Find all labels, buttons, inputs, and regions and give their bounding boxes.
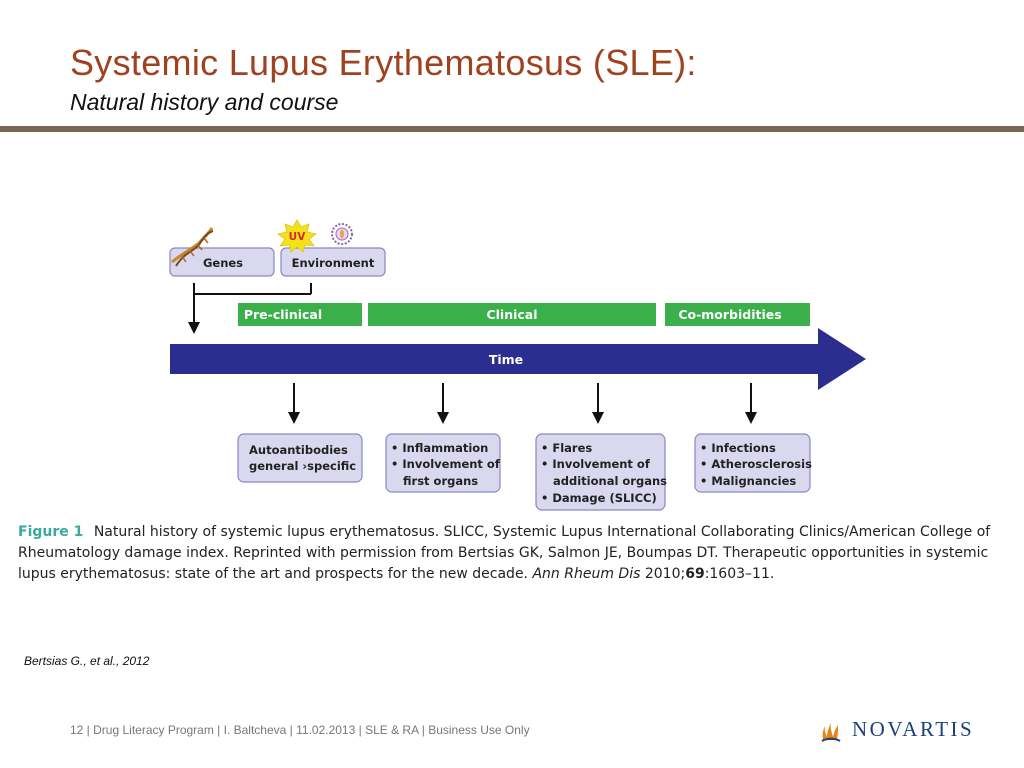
outcome-line: • Damage (SLICC): [541, 491, 657, 505]
genes-label: Genes: [203, 256, 243, 270]
time-label: Time: [489, 352, 523, 367]
environment-label: Environment: [292, 256, 375, 270]
novartis-flame-icon: [821, 723, 841, 742]
outcome-line: general ›specific: [249, 459, 356, 473]
phase-label-clinical: Clinical: [486, 307, 537, 322]
title-divider: [0, 126, 1024, 132]
outcome-line: • Inflammation: [391, 441, 488, 455]
figure-label: Figure 1: [18, 524, 84, 540]
outcome-box-infections: • Infections • Atherosclerosis • Maligna…: [694, 433, 812, 493]
caption-journal: Ann Rheum Dis: [532, 566, 641, 582]
outcome-line: • Infections: [700, 441, 776, 455]
caption-year: 2010;: [644, 566, 686, 582]
outcome-line: • Involvement of: [541, 457, 651, 471]
slide-subtitle: Natural history and course: [70, 89, 339, 115]
novartis-logo: NOVARTIS: [818, 714, 974, 744]
phase-bar-clinical: Clinical: [368, 303, 656, 326]
input-connector: [188, 283, 312, 334]
caption-text: Natural history of systemic lupus erythe…: [18, 524, 991, 582]
outcome-box-autoantibodies: Autoantibodies general ›specific: [237, 433, 363, 483]
outcome-line: • Malignancies: [700, 474, 796, 488]
phase-label-preclinical: Pre-clinical: [244, 307, 322, 322]
sle-natural-history-diagram: Genes Environment UV Pre-clinical: [169, 219, 866, 511]
outcome-box-inflammation: • Inflammation • Involvement of first or…: [385, 433, 501, 493]
figure-caption: Figure 1 Natural history of systemic lup…: [18, 522, 1018, 585]
outcome-line: Autoantibodies: [249, 443, 348, 457]
outcome-line: • Involvement of: [391, 457, 501, 471]
caption-pages: :1603–11.: [704, 566, 775, 582]
phase-bar-comorbidities: Co-morbidities: [665, 303, 810, 326]
caption-volume: 69: [685, 566, 705, 582]
reference-citation: Bertsias G., et al., 2012: [24, 654, 150, 668]
uv-burst-icon: UV: [277, 219, 317, 253]
outcome-line: • Flares: [541, 441, 592, 455]
slide-title: Systemic Lupus Erythematosus (SLE):: [70, 42, 697, 83]
phase-bar-preclinical: Pre-clinical: [238, 303, 362, 326]
environment-box: Environment: [280, 247, 386, 277]
time-arrow: Time: [170, 328, 866, 390]
dna-icon: [171, 227, 214, 267]
phase-label-comorbidities: Co-morbidities: [678, 307, 781, 322]
virus-icon: [331, 223, 353, 245]
uv-label: UV: [289, 231, 307, 243]
outcome-line: • Atherosclerosis: [700, 457, 812, 471]
outcome-box-flares: • Flares • Involvement of additional org…: [535, 433, 667, 511]
logo-wordmark: NOVARTIS: [852, 716, 975, 741]
outcome-line: additional organs: [541, 474, 667, 488]
outcome-line: first organs: [391, 474, 478, 488]
slide-footer: 12 | Drug Literacy Program | I. Baltchev…: [70, 723, 530, 737]
down-arrows: [288, 383, 757, 424]
genes-box: Genes: [169, 247, 275, 277]
